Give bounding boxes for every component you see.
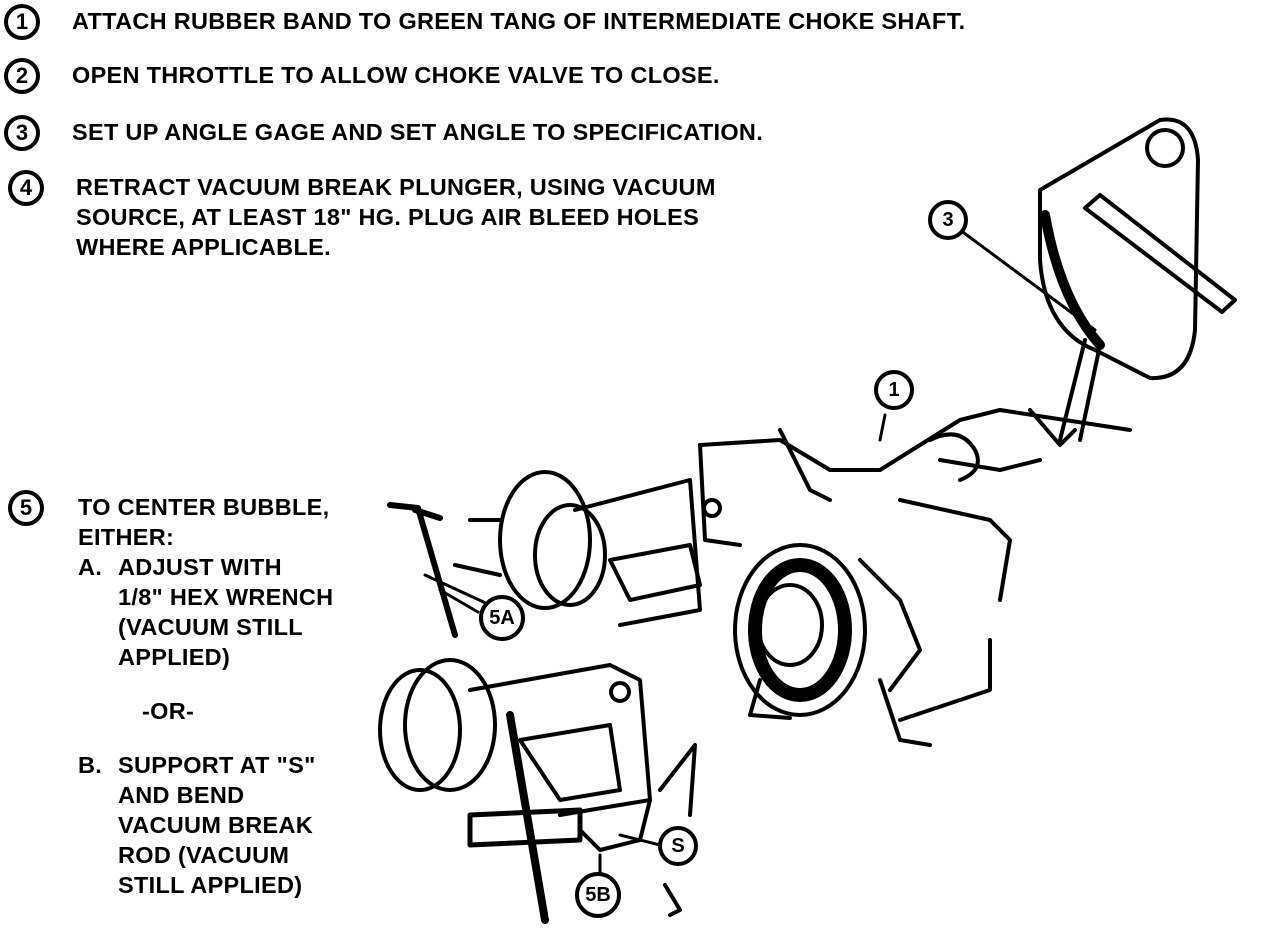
or-separator: -OR- [142,698,195,724]
step-line: ATTACH RUBBER BAND TO GREEN TANG OF INTE… [72,8,966,34]
step-number-badge: 5 [8,490,44,526]
step-text: TO CENTER BUBBLE, EITHER: [78,492,329,552]
step-1: 1 ATTACH RUBBER BAND TO GREEN TANG OF IN… [4,4,965,40]
step-number-badge: 1 [4,4,40,40]
step-text: OPEN THROTTLE TO ALLOW CHOKE VALVE TO CL… [72,60,720,90]
option-line: (VACUUM STILL [118,614,303,640]
callout-5a: 5A [479,595,525,641]
callout-1: 1 [874,370,914,410]
leader-5a [438,588,480,614]
step-line: RETRACT VACUUM BREAK PLUNGER, USING VACU… [76,174,716,200]
option-letter: B. [78,752,103,778]
step-2: 2 OPEN THROTTLE TO ALLOW CHOKE VALVE TO … [4,58,720,94]
option-line: SUPPORT AT "S" [118,752,316,778]
option-letter: A. [78,554,103,580]
leader-1 [878,413,887,442]
option-line: APPLIED) [118,644,231,670]
leader-3 [958,228,1097,332]
option-line: 1/8" HEX WRENCH [118,584,334,610]
step-line: SET UP ANGLE GAGE AND SET ANGLE TO SPECI… [72,119,764,145]
leader-s [618,833,662,847]
step-number-badge: 4 [8,170,44,206]
step-line: WHERE APPLICABLE. [76,234,331,260]
option-line: AND BEND [118,782,245,808]
step-3: 3 SET UP ANGLE GAGE AND SET ANGLE TO SPE… [4,115,763,151]
step-line: EITHER: [78,524,175,550]
step-line: OPEN THROTTLE TO ALLOW CHOKE VALVE TO CL… [72,62,720,88]
callout-3: 3 [928,200,968,240]
option-b: B. SUPPORT AT "S" AND BEND VACUUM BREAK R… [78,750,316,900]
step-5: 5 TO CENTER BUBBLE, EITHER: [8,490,329,552]
callout-5b: 5B [575,872,621,918]
step-number-badge: 3 [4,115,40,151]
step-line: SOURCE, AT LEAST 18" HG. PLUG AIR BLEED … [76,204,700,230]
step-4: 4 RETRACT VACUUM BREAK PLUNGER, USING VA… [8,170,716,262]
option-line: STILL APPLIED) [118,872,303,898]
step-text: ATTACH RUBBER BAND TO GREEN TANG OF INTE… [72,6,965,36]
vacuum-break-lower-drawing [378,658,697,924]
callout-s: S [658,826,698,866]
option-line: ROD (VACUUM [118,842,290,868]
option-line: VACUUM BREAK [118,812,314,838]
vacuum-break-upper-drawing [453,428,832,627]
option-line: ADJUST WITH [118,554,282,580]
carburetor-body-drawing [698,408,1132,747]
option-a: A. ADJUST WITH 1/8" HEX WRENCH (VACUUM ST… [78,552,333,672]
step-number-badge: 2 [4,58,40,94]
step-text: RETRACT VACUUM BREAK PLUNGER, USING VACU… [76,172,716,262]
hex-wrench-upper-drawing [387,502,458,638]
choke-housing-drawing [733,543,922,720]
step-line: TO CENTER BUBBLE, [78,494,330,520]
step-text: SET UP ANGLE GAGE AND SET ANGLE TO SPECI… [72,117,763,147]
angle-gage-drawing [1028,117,1237,447]
